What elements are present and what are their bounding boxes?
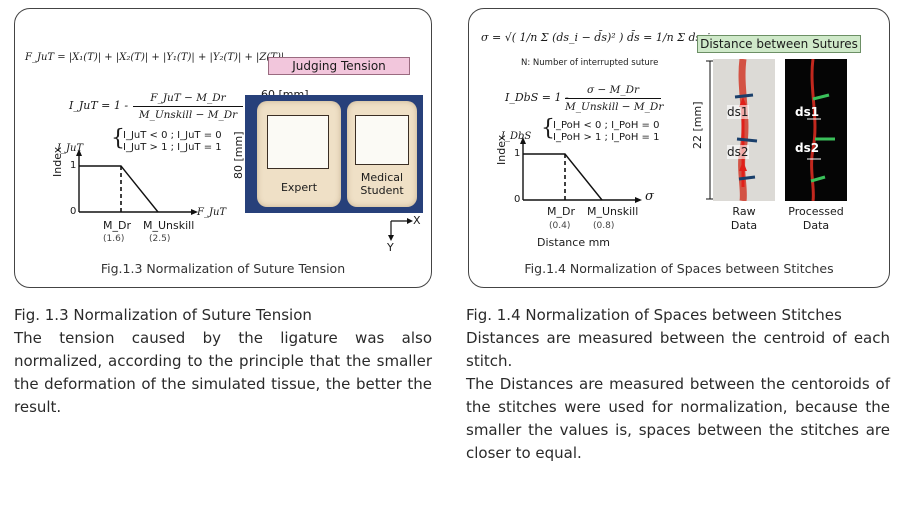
- raw-ds2-label: ds2: [727, 145, 749, 159]
- pad-expert-label: Expert: [280, 181, 318, 194]
- m-unskill-value: (0.8): [593, 221, 615, 231]
- xy-axes-icon: [388, 218, 413, 241]
- right-caption: Fig. 1.4 Normalization of Spaces between…: [466, 306, 842, 324]
- m-unskill-label: M_Unskill: [587, 205, 639, 218]
- pad-medical-student: Medical Student: [347, 101, 417, 207]
- right-paragraph-2: The Distances are measured between the c…: [466, 375, 890, 462]
- m-dr-label: M_Dr: [103, 219, 131, 232]
- formula-mean: d̄s = 1/n Σ ds_i: [627, 31, 711, 44]
- formula-numerator: F_JuT − M_Dr: [150, 92, 226, 104]
- figure-panel-suture-tension: F_JuT = |X₁(T)| + |X₂(T)| + |Y₁(T)| + |Y…: [14, 8, 432, 288]
- distance-between-sutures-tag: Distance between Sutures: [697, 35, 861, 53]
- graph-tick-1: 1: [514, 148, 521, 159]
- n-note: N: Number of interrupted suture: [521, 58, 659, 68]
- raw-suture-image: [713, 59, 775, 201]
- tension-photo: Expert Medical Student: [245, 95, 423, 213]
- formula-denominator: M_Unskill − M_Dr: [138, 109, 238, 121]
- graph-tick-0: 0: [514, 194, 521, 205]
- pad-expert: Expert: [257, 101, 341, 207]
- index-graph-tension: [76, 149, 198, 215]
- graph-y-var: I_JuT: [57, 143, 84, 154]
- processed-ds2-label: ds2: [795, 141, 820, 155]
- raw-data-photo: [713, 59, 775, 201]
- formula-i-jut: I_JuT = 1 -: [69, 99, 129, 112]
- processed-suture-image: [807, 58, 835, 202]
- graph-tick-1: 1: [70, 160, 77, 171]
- dimension-height-line: [706, 60, 714, 200]
- case-line-2: I_JuT > 1 ; I_JuT = 1: [123, 142, 222, 153]
- pad-medical-label: Medical Student: [360, 171, 404, 197]
- graph-x-var: σ: [645, 189, 654, 204]
- inner-caption: Fig.1.4 Normalization of Spaces between …: [524, 261, 834, 276]
- case-line-1: I_JuT < 0 ; I_JuT = 0: [123, 130, 222, 141]
- formula-sigma: σ = √( 1/n Σ (ds_i − d̄s)² ): [481, 31, 624, 44]
- left-caption: Fig. 1.3 Normalization of Suture Tension: [14, 306, 312, 324]
- judging-tension-tag: Judging Tension: [268, 57, 410, 75]
- m-unskill-value: (2.5): [149, 234, 171, 244]
- processed-data-label: Processed Data: [788, 205, 844, 232]
- index-graph-distance: [520, 137, 642, 203]
- formula-i-dbs: I_DbS = 1 -: [505, 91, 569, 104]
- raw-ds1-label: ds1: [727, 105, 749, 119]
- formula-numerator: σ − M_Dr: [586, 84, 640, 96]
- graph-y-label: Index: [51, 146, 64, 177]
- left-text-column: Fig. 1.3 Normalization of Suture Tension…: [14, 304, 432, 419]
- m-unskill-label: M_Unskill: [143, 219, 195, 232]
- axis-x-label: X: [413, 214, 421, 227]
- processed-data-photo: [785, 58, 847, 202]
- inner-caption: Fig.1.3 Normalization of Suture Tension: [100, 261, 346, 276]
- formula-f-jut: F_JuT = |X₁(T)| + |X₂(T)| + |Y₁(T)| + |Y…: [25, 52, 285, 63]
- pad-expert-square: [267, 115, 329, 169]
- right-text-column: Fig. 1.4 Normalization of Spaces between…: [466, 304, 890, 465]
- m-dr-value: (0.4): [549, 221, 571, 231]
- fraction-bar: [133, 106, 243, 107]
- dimension-height-label: 22 [mm]: [691, 101, 704, 149]
- m-dr-label: M_Dr: [547, 205, 575, 218]
- right-paragraph-1: Distances are measured between the centr…: [466, 329, 890, 370]
- raw-data-label: Raw Data: [730, 205, 758, 232]
- dimension-height-label: 80 [mm]: [232, 131, 245, 179]
- graph-x-title: Distance mm: [537, 236, 611, 249]
- axis-y-label: Y: [387, 241, 394, 254]
- cases-brace: {: [111, 126, 125, 151]
- pad-medical-square: [355, 115, 409, 165]
- case-line-1: I_PoH < 0 ; I_PoH = 0: [553, 120, 660, 131]
- cases-brace: {: [541, 116, 555, 141]
- graph-x-var: F_JuT: [197, 207, 227, 218]
- fraction-bar: [565, 98, 661, 99]
- graph-y-var: I_DbS: [501, 131, 532, 142]
- m-dr-value: (1.6): [103, 234, 125, 244]
- graph-tick-0: 0: [70, 206, 77, 217]
- graph-y-label: Index: [495, 134, 508, 165]
- left-paragraph: The tension caused by the ligature was a…: [14, 329, 432, 416]
- processed-ds1-label: ds1: [795, 105, 820, 119]
- formula-denominator: M_Unskill − M_Dr: [565, 101, 664, 113]
- figure-panel-stitch-spacing: σ = √( 1/n Σ (ds_i − d̄s)² ) d̄s = 1/n Σ…: [468, 8, 890, 288]
- case-line-2: I_PoH > 1 ; I_PoH = 1: [553, 132, 660, 143]
